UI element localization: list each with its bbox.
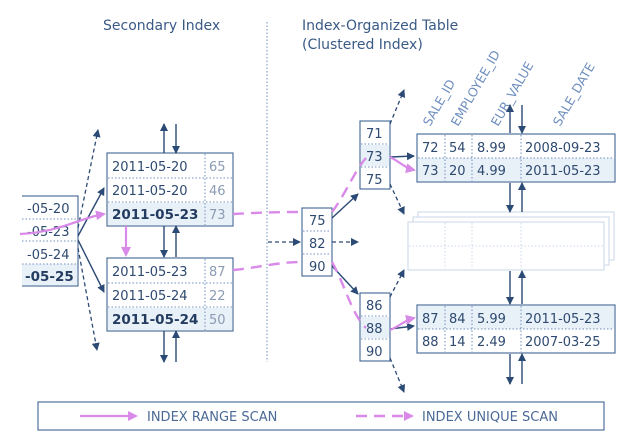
leaf-cell: 2.49 [477,335,506,350]
root-key: 75 [309,214,326,229]
column-header-eur-value: EUR_VALUE [488,59,537,129]
scan-paths [19,156,416,332]
column-headers: SALE_ID EMPLOYEE_ID EUR_VALUE SALE_DATE [420,47,598,128]
iot-leaf-node-upper: 72 54 8.99 2008-09-23 73 20 4.99 2011-05… [416,133,616,183]
index-entry-date: 2011-05-20 [112,184,188,199]
leaf-cell: 73 [422,164,439,179]
index-entry-id: 73 [209,208,226,223]
branch-key: 88 [366,322,383,337]
leaf-cell: 2011-05-23 [525,164,601,179]
index-entry-id: 22 [209,289,226,304]
index-entry-date-highlight: 2011-05-23 [112,207,198,223]
legend-unique-scan-label: INDEX UNIQUE SCAN [422,410,558,425]
index-entry-date: 2011-05-24 [112,289,188,304]
leaf-cell: 88 [422,335,439,350]
index-entry-id: 87 [209,265,226,280]
leaf-cell: 8.99 [477,141,506,156]
partial-entry: -05-20 [27,202,69,217]
intermediate-leaf-pages [407,211,615,271]
index-entry-date: 2011-05-20 [112,160,188,175]
partial-entry-bold: -05-25 [25,269,74,285]
branch-key: 86 [366,299,383,314]
index-entry-id: 46 [209,184,226,199]
legend-range-scan-label: INDEX RANGE SCAN [147,410,277,425]
partial-index-node: -05-20 -05-23 -05-24 -05-25 [0,190,79,290]
iot-title: Index-Organized Table [302,18,458,34]
column-header-sale-date: SALE_DATE [550,60,598,129]
leaf-cell: 2008-09-23 [525,141,601,156]
secondary-index-node-upper: 2011-05-20 65 2011-05-20 46 2011-05-23 7… [106,152,234,227]
root-key: 90 [309,260,326,275]
partial-entry: -05-24 [27,248,69,263]
leaf-cell: 72 [422,141,439,156]
iot-leaf-node-lower: 87 84 5.99 2011-05-23 88 14 2.49 2007-03… [416,304,616,354]
iot-subtitle: (Clustered Index) [302,37,423,53]
legend: INDEX RANGE SCAN INDEX UNIQUE SCAN [37,401,605,431]
leaf-cell: 84 [449,312,466,327]
iot-branch-node-lower: 86 88 90 [359,292,391,362]
secondary-index-node-lower: 2011-05-23 87 2011-05-24 22 2011-05-24 5… [106,257,234,332]
leaf-cell: 87 [422,312,439,327]
index-entry-id: 50 [209,313,226,328]
branch-key: 75 [366,173,383,188]
leaf-cell: 2007-03-25 [525,335,601,350]
index-entry-date: 2011-05-23 [112,265,188,280]
leaf-cell: 5.99 [477,312,506,327]
leaf-cell: 2011-05-23 [525,312,601,327]
branch-key: 90 [366,345,383,360]
leaf-cell: 4.99 [477,164,506,179]
leaf-cell: 14 [449,335,466,350]
index-entry-date-highlight: 2011-05-24 [112,312,198,328]
iot-root-node: 75 82 90 [301,207,333,277]
index-entry-id: 65 [209,160,226,175]
root-key: 82 [309,237,326,252]
branch-key: 73 [366,150,383,165]
partial-entry: -05-23 [27,225,69,240]
iot-branch-node-upper: 71 73 75 [359,120,391,190]
branch-key: 71 [366,127,383,142]
leaf-cell: 20 [449,164,466,179]
secondary-index-title: Secondary Index [103,18,220,34]
leaf-cell: 54 [449,141,466,156]
